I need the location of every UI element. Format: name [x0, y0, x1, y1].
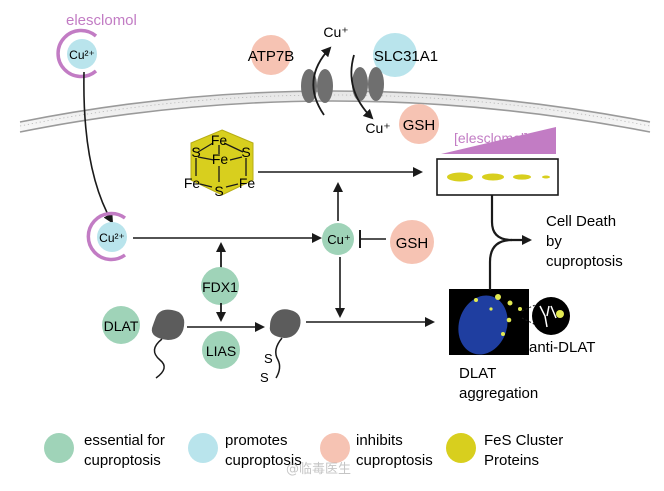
anti-dlat-label: anti-DLAT — [529, 339, 595, 356]
gsh-inhibitor-label: GSH — [396, 235, 429, 252]
uptake-arrow — [350, 54, 374, 120]
fes-cluster: Fe S S Fe Fe S Fe — [184, 129, 256, 199]
legend-essential-line2: cuproptosis — [84, 452, 161, 469]
fe-atom: Fe — [239, 175, 256, 191]
anti-dlat-antibody — [521, 297, 570, 335]
fdx1-label: FDX1 — [202, 279, 238, 295]
legend-essential-line1: essential for — [84, 432, 165, 449]
lias-label: LIAS — [206, 343, 236, 359]
legend: essential for cuproptosis promotes cupro… — [44, 432, 563, 469]
elesclomol-gradient — [441, 127, 556, 154]
blot-band — [542, 175, 550, 179]
s-atom: S — [214, 183, 223, 199]
legend-essential: essential for cuproptosis — [44, 432, 165, 469]
blot-band — [482, 173, 504, 181]
blot-panel — [436, 158, 559, 196]
cu2-top-label: Cu²⁺ — [69, 48, 95, 62]
blot-band — [447, 172, 473, 182]
blot-to-death-arrow — [490, 195, 532, 245]
cu2-elesclomol-top: Cu²⁺ — [56, 28, 98, 79]
lias-node: LIAS — [202, 331, 240, 369]
cu2-elesclomol-lower: Cu²⁺ — [86, 211, 127, 262]
blot-band — [513, 174, 531, 180]
legend-inhibits: inhibits cuproptosis — [320, 432, 433, 469]
cell-membrane — [19, 90, 651, 133]
cell-death-line3: cuproptosis — [546, 253, 623, 270]
cell-death-line2: by — [546, 233, 562, 250]
legend-swatch — [44, 433, 74, 463]
legend-promotes: promotes cuproptosis — [188, 432, 302, 469]
gsh-top-label: GSH — [403, 117, 436, 134]
cu2-lower-label: Cu²⁺ — [99, 231, 125, 245]
cu-plus-top-label: Cu⁺ — [323, 24, 348, 40]
watermark: @临毒医生 — [286, 462, 352, 477]
dlat-label: DLAT — [104, 318, 139, 334]
elesclomol-label: elesclomol — [66, 12, 137, 29]
fdx1-node: FDX1 — [201, 267, 239, 305]
lipoyl-s-2: S — [260, 370, 269, 385]
slc31a1-channel — [352, 67, 384, 101]
legend-fes-line1: FeS Cluster — [484, 432, 563, 449]
legend-swatch — [446, 433, 476, 463]
legend-promotes-line2: cuproptosis — [225, 452, 302, 469]
legend-fes: FeS Cluster Proteins — [446, 432, 563, 469]
atp7b-node: ATP7B — [248, 35, 294, 75]
lipoyl-s-1: S — [264, 351, 273, 366]
elesclomol-gradient-label: [elesclomol] — [454, 130, 528, 146]
lipoylated-dlat: S S — [260, 309, 301, 385]
dlat-node: DLAT — [102, 306, 140, 344]
import-arrow — [83, 71, 113, 224]
legend-promotes-line1: promotes — [225, 432, 288, 449]
slc31a1-node: SLC31A1 — [373, 33, 438, 77]
slc31a1-label: SLC31A1 — [374, 48, 438, 65]
legend-swatch — [188, 433, 218, 463]
cell-death-line1: Cell Death — [546, 213, 616, 230]
dlat-aggregation-image — [449, 289, 529, 355]
legend-inhibits-line1: inhibits — [356, 432, 403, 449]
cu-plus-center: Cu⁺ — [322, 223, 354, 255]
fe-atom: Fe — [184, 175, 201, 191]
s-atom: S — [191, 144, 200, 160]
aggregation-label-line1: DLAT — [459, 365, 496, 382]
s-atom: S — [241, 144, 250, 160]
aggregate-to-death-arrow — [488, 238, 513, 290]
cu-plus-center-label: Cu⁺ — [327, 232, 350, 247]
legend-swatch — [320, 433, 350, 463]
gsh-node-top: GSH — [399, 104, 439, 144]
aggregation-label-line2: aggregation — [459, 385, 538, 402]
atp7b-label: ATP7B — [248, 48, 294, 65]
gsh-node-inhibitor: GSH — [390, 220, 434, 264]
legend-fes-line2: Proteins — [484, 452, 539, 469]
fe-atom: Fe — [211, 132, 228, 148]
export-arrow — [312, 46, 332, 116]
legend-inhibits-line2: cuproptosis — [356, 452, 433, 469]
dlat-protein — [151, 309, 185, 379]
fe-atom: Fe — [212, 151, 229, 167]
cu-plus-gsh-label: Cu⁺ — [365, 120, 390, 136]
